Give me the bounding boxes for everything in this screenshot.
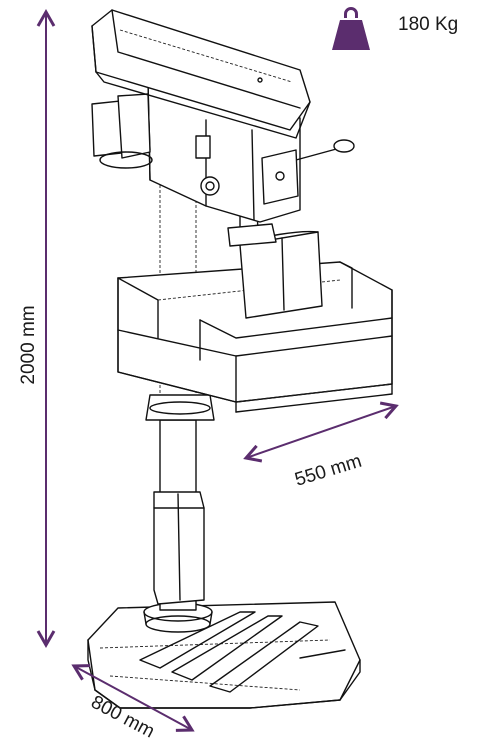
width-label: 550 mm	[293, 451, 365, 491]
depth-arrow	[71, 664, 195, 732]
weight-label: 180 Kg	[398, 14, 459, 35]
height-label: 2000 mm	[18, 305, 39, 384]
weight-icon	[332, 7, 370, 50]
width-arrow	[243, 401, 399, 463]
drill-press-drawing	[87, 9, 393, 709]
width-dimension: 550 mm	[243, 401, 399, 491]
height-dimension: 2000 mm	[18, 8, 56, 649]
